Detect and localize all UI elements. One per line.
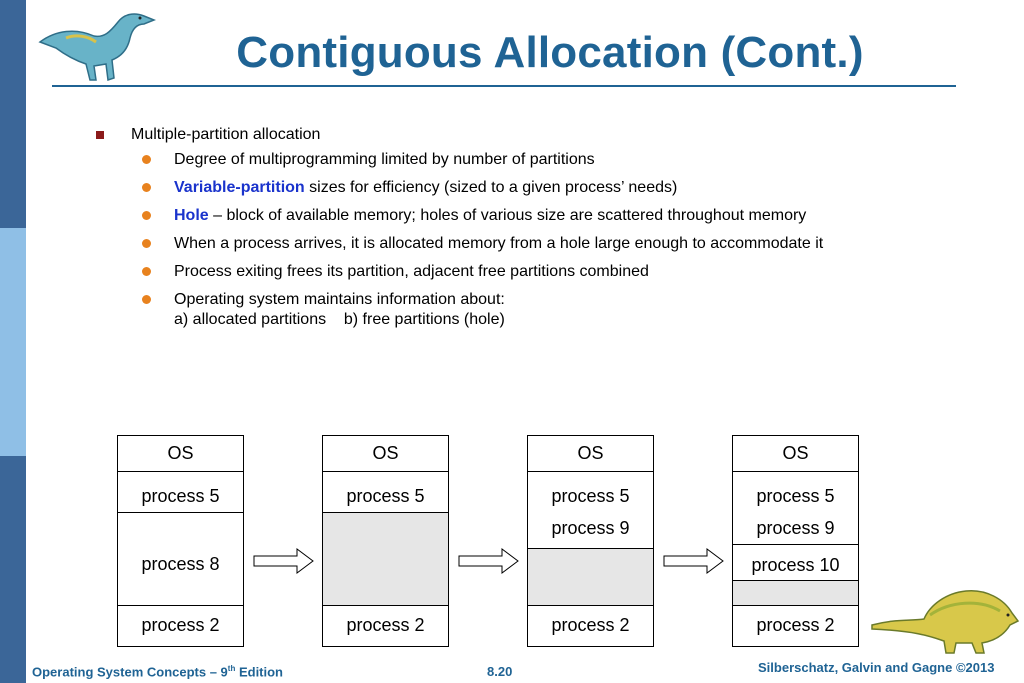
hole-partition xyxy=(527,548,654,606)
title-underline xyxy=(52,85,956,87)
sub-bullet-text-line2: a) allocated partitions b) free partitio… xyxy=(174,311,505,328)
process-label: process 2 xyxy=(141,615,220,635)
process-label: process 5 xyxy=(346,486,425,506)
sub-bullet-text: When a process arrives, it is allocated … xyxy=(174,235,824,252)
dinosaur-top-icon xyxy=(38,13,157,82)
left-sidebar-bar xyxy=(0,0,26,683)
right-arrow-icon xyxy=(663,548,724,574)
footer-right: Silberschatz, Galvin and Gagne ©2013 xyxy=(758,660,995,675)
process-partition: process 2 xyxy=(322,605,449,647)
bullet-list: Multiple-partition allocation Degree of … xyxy=(95,124,823,338)
hole-partition xyxy=(732,580,859,606)
os-partition: OS xyxy=(117,435,244,472)
sub-bullet-text: Degree of multiprogramming limited by nu… xyxy=(174,151,595,168)
sub-bullet-text: Operating system maintains information a… xyxy=(174,291,505,308)
sub-bullet-text: – block of available memory; holes of va… xyxy=(208,207,807,224)
round-bullet-icon xyxy=(142,239,151,248)
process-partition: process 5 xyxy=(117,471,244,513)
os-label: OS xyxy=(782,443,809,463)
main-bullet: Multiple-partition allocation xyxy=(95,124,823,150)
process-partition: process 5 xyxy=(322,471,449,513)
round-bullet-icon xyxy=(142,267,151,276)
process-label: process 5 xyxy=(141,486,220,506)
os-partition: OS xyxy=(322,435,449,472)
sub-bullet: Process exiting frees its partition, adj… xyxy=(95,262,823,282)
process-label: process 8 xyxy=(141,554,220,574)
footer-book-title: Operating System Concepts – 9 xyxy=(32,664,228,680)
os-label: OS xyxy=(577,443,604,463)
process-partition: process 2 xyxy=(732,605,859,647)
process-label: process 2 xyxy=(756,615,835,635)
highlight-term: Hole xyxy=(174,207,209,224)
hole-partition xyxy=(322,512,449,606)
sub-bullet: Variable-partition sizes for efficiency … xyxy=(95,178,823,198)
footer-left: Operating System Concepts – 9th Edition xyxy=(32,664,283,679)
process-partition: process 5 process 9 xyxy=(732,471,859,545)
process-label: process 9 xyxy=(756,518,835,538)
process-partition: process 10 xyxy=(732,544,859,581)
round-bullet-icon xyxy=(142,211,151,220)
process-partition: process 8 xyxy=(117,512,244,606)
dinosaur-bottom-icon xyxy=(871,590,1020,654)
os-partition: OS xyxy=(527,435,654,472)
sub-bullet: Hole – block of available memory; holes … xyxy=(95,206,823,226)
right-arrow-icon xyxy=(458,548,519,574)
process-label: process 9 xyxy=(551,518,630,538)
process-label: process 2 xyxy=(346,615,425,635)
process-partition: process 2 xyxy=(527,605,654,647)
sub-bullet: When a process arrives, it is allocated … xyxy=(95,234,823,254)
process-label: process 5 xyxy=(756,486,835,506)
sub-bullet-text: sizes for efficiency (sized to a given p… xyxy=(304,179,678,196)
os-label: OS xyxy=(372,443,399,463)
right-arrow-icon xyxy=(253,548,314,574)
sub-bullet-text: Process exiting frees its partition, adj… xyxy=(174,263,649,280)
footer-superscript: th xyxy=(227,664,236,673)
sub-bullet: Operating system maintains information a… xyxy=(95,290,823,330)
round-bullet-icon xyxy=(142,183,151,192)
footer-edition: Edition xyxy=(235,664,284,680)
os-label: OS xyxy=(167,443,194,463)
square-bullet-icon xyxy=(96,131,104,139)
process-partition: process 2 xyxy=(117,605,244,647)
sidebar-accent xyxy=(0,228,26,456)
process-label: process 2 xyxy=(551,615,630,635)
process-label: process 10 xyxy=(751,555,840,575)
main-bullet-text: Multiple-partition allocation xyxy=(131,126,321,143)
slide-number: 8.20 xyxy=(487,664,513,679)
os-partition: OS xyxy=(732,435,859,472)
process-partition: process 5 process 9 xyxy=(527,471,654,549)
sub-bullet: Degree of multiprogramming limited by nu… xyxy=(95,150,823,170)
round-bullet-icon xyxy=(142,295,151,304)
slide-title: Contiguous Allocation (Cont.) xyxy=(236,28,864,77)
process-label: process 5 xyxy=(551,486,630,506)
round-bullet-icon xyxy=(142,155,151,164)
highlight-term: Variable-partition xyxy=(174,179,305,196)
